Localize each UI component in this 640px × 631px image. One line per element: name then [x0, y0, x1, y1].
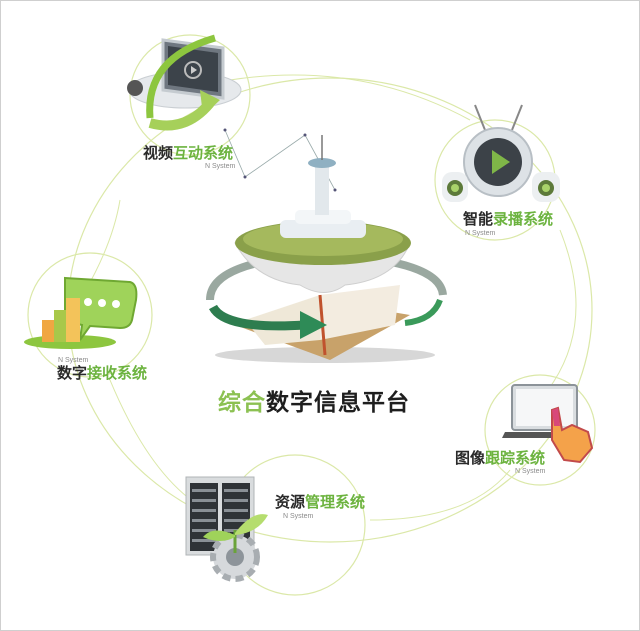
- node-resource-label: 资源管理系统: [275, 493, 366, 511]
- node-receive-subtitle: N System: [58, 357, 89, 364]
- node-video-label: 视频互动系统: [143, 144, 234, 162]
- node-recording-label: 智能录播系统: [463, 210, 554, 228]
- tv-speakers-icon: [442, 104, 560, 202]
- platform-title-highlight: 综合: [218, 390, 266, 416]
- node-resource-management[interactable]: [183, 475, 278, 585]
- chat-bar-chart-icon: [24, 276, 138, 349]
- node-recording-subtitle: N System: [465, 230, 496, 237]
- platform-title: 综合数字信息平台: [218, 383, 410, 417]
- node-receive-label: 数字接收系统: [57, 364, 148, 382]
- node-video-interaction[interactable]: [125, 28, 245, 140]
- node-tracking-subtitle: N System: [515, 468, 546, 475]
- laptop-pointer-icon: [502, 384, 594, 464]
- center-illustration: [195, 115, 455, 370]
- node-resource-subtitle: N System: [283, 513, 314, 520]
- node-tracking-label: 图像跟踪系统: [455, 449, 546, 467]
- platform-title-rest: 数字信息平台: [266, 390, 410, 416]
- node-digital-receive[interactable]: [20, 270, 140, 355]
- node-video-subtitle: N System: [205, 163, 236, 170]
- video-monitor-icon: [127, 34, 242, 131]
- server-gear-sprout-icon: [185, 476, 268, 582]
- node-smart-recording[interactable]: [440, 100, 565, 210]
- node-image-tracking[interactable]: [500, 380, 605, 465]
- island-city-book-icon: [206, 128, 447, 363]
